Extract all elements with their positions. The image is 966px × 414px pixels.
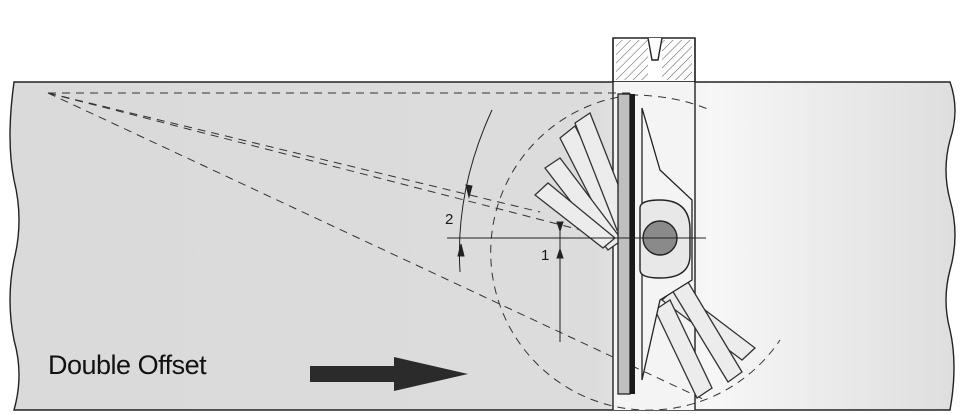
disc-swing-positions <box>533 112 757 399</box>
offset-2-label: 2 <box>445 211 453 228</box>
offset-1-dimension <box>556 221 564 342</box>
valve-top-flange <box>612 37 696 83</box>
offset-2-dimension <box>457 109 493 273</box>
construction-lines <box>47 92 781 411</box>
offset-1-label: 1 <box>541 247 549 264</box>
arrow-right-icon <box>310 357 468 391</box>
diagram-title: Double Offset <box>48 350 207 380</box>
